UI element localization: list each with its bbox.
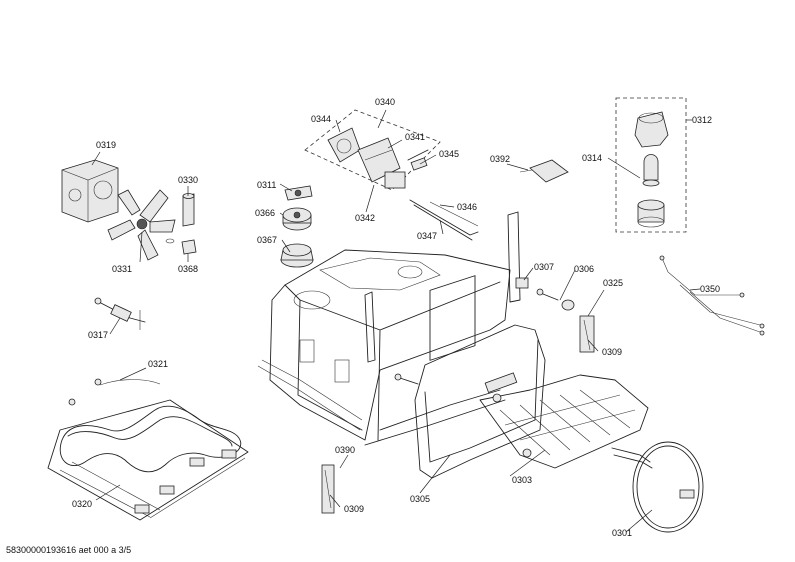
label-0306: 0306 — [574, 264, 594, 274]
label-0314: 0314 — [582, 153, 602, 163]
label-0305: 0305 — [410, 494, 430, 504]
fan-motor — [61, 159, 119, 223]
door-contact — [409, 199, 479, 241]
leader-lines — [91, 109, 701, 533]
label-0345: 0345 — [439, 149, 459, 159]
label-0346: 0346 — [457, 202, 477, 212]
cover-plate — [519, 159, 569, 183]
label-0330: 0330 — [178, 175, 198, 185]
label-0342: 0342 — [355, 213, 375, 223]
label-0309-right: 0309 — [602, 347, 622, 357]
label-0341: 0341 — [405, 132, 425, 142]
thermostat — [94, 297, 146, 330]
label-0321: 0321 — [148, 359, 168, 369]
label-0325: 0325 — [603, 278, 623, 288]
label-0312: 0312 — [692, 115, 712, 125]
label-0307: 0307 — [534, 262, 554, 272]
part-labels: 0301 0303 0305 0306 0307 0309 0309 0311 … — [72, 97, 720, 538]
label-0331: 0331 — [112, 264, 132, 274]
label-0320: 0320 — [72, 499, 92, 509]
label-0350: 0350 — [700, 284, 720, 294]
label-0368: 0368 — [178, 264, 198, 274]
label-0390: 0390 — [335, 445, 355, 455]
label-0367: 0367 — [257, 235, 277, 245]
label-0392: 0392 — [490, 154, 510, 164]
fan-small-parts — [165, 193, 197, 255]
hardware-parts — [321, 277, 595, 514]
document-footer: 58300000193616 aet 000 a 3/5 — [6, 545, 131, 555]
knob-parts — [280, 185, 314, 268]
switch-assembly — [304, 109, 441, 191]
fan-wheel — [107, 189, 176, 261]
label-0303: 0303 — [512, 475, 532, 485]
label-0309-bottom: 0309 — [344, 504, 364, 514]
label-0366: 0366 — [255, 208, 275, 218]
oven-rack — [479, 372, 649, 469]
grill-heater-assembly — [47, 378, 249, 521]
circular-heater — [611, 441, 704, 533]
label-0319: 0319 — [96, 140, 116, 150]
label-0301: 0301 — [612, 528, 632, 538]
label-0347: 0347 — [417, 231, 437, 241]
cable-harness — [659, 255, 765, 336]
label-0340: 0340 — [375, 97, 395, 107]
label-0317: 0317 — [88, 330, 108, 340]
label-0311: 0311 — [257, 180, 276, 190]
lamp-assembly — [615, 97, 687, 233]
rail-frame — [414, 324, 546, 479]
label-0344: 0344 — [311, 114, 331, 124]
